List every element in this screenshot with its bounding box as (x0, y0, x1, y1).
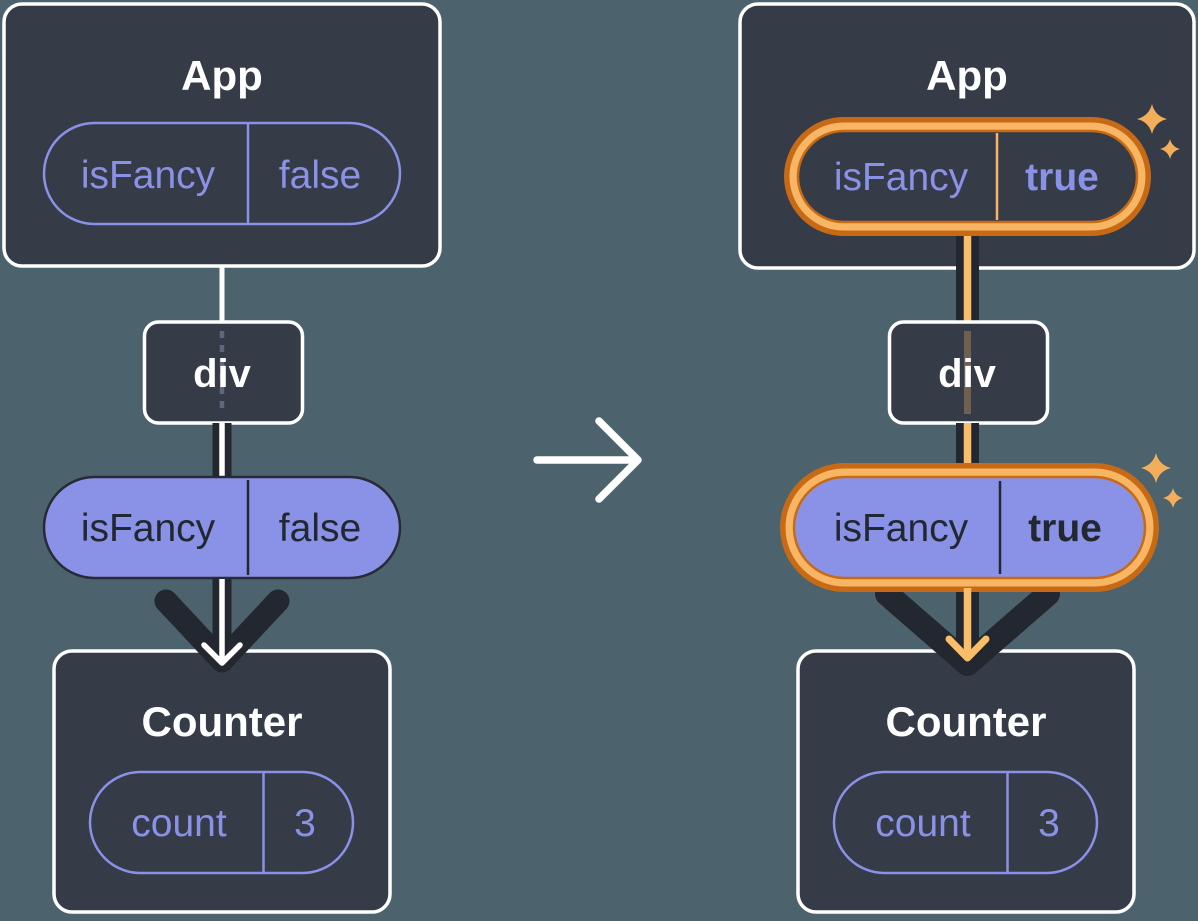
prop-arrowhead (201, 642, 243, 666)
highlight-ring-inner (796, 129, 1139, 224)
sparkle-large-icon (1141, 453, 1171, 483)
app-state-value: false (279, 154, 361, 197)
transition-arrow-head (595, 417, 642, 503)
counter-title: Counter (142, 698, 303, 745)
sparkle-small-icon (1160, 139, 1180, 159)
after-tree: App isFancy true div (738, 2, 1196, 914)
count-state-name: count (131, 802, 227, 845)
prop-arrow-core-group (945, 588, 990, 662)
prop-name: isFancy (834, 507, 969, 550)
prop-arrow (154, 579, 290, 673)
highlight-ring-light (785, 468, 1154, 587)
transition-arrow-icon (533, 417, 642, 503)
count-state-pill (88, 770, 355, 875)
app-component-box (2, 2, 442, 268)
app-title: App (926, 52, 1008, 99)
highlight-ring-light (789, 122, 1146, 231)
app-state-value: true (1025, 156, 1099, 199)
sparkles-icon (1137, 104, 1180, 159)
div-label: div (938, 352, 997, 396)
before-tree: App isFancy false div isFancy false Coun… (2, 2, 442, 914)
app-state-name: isFancy (834, 156, 969, 199)
count-state-value: 3 (1038, 802, 1060, 845)
counter-title: Counter (886, 698, 1047, 745)
sparkle-small-icon (1163, 488, 1183, 508)
prop-value: false (279, 507, 361, 550)
prop-value: true (1028, 507, 1102, 550)
sparkle-large-icon (1137, 104, 1167, 134)
sparkles-icon (1141, 453, 1183, 508)
div-label: div (193, 352, 252, 396)
app-state-pill-highlighted: isFancy true (784, 117, 1151, 236)
count-state-name: count (875, 802, 971, 845)
app-state-pill (42, 121, 402, 226)
prop-name: isFancy (81, 507, 216, 550)
app-state-name: isFancy (81, 154, 216, 197)
prop-pill (42, 475, 402, 580)
count-state-value: 3 (294, 802, 316, 845)
count-state-pill (832, 770, 1099, 875)
prop-arrow-chevron (875, 582, 1060, 676)
prop-arrowhead (945, 635, 990, 662)
highlight-ring-inner (792, 475, 1147, 580)
highlight-ring-outer (784, 117, 1151, 236)
app-title: App (181, 52, 263, 99)
prop-pill-highlighted: isFancy true (780, 463, 1159, 592)
